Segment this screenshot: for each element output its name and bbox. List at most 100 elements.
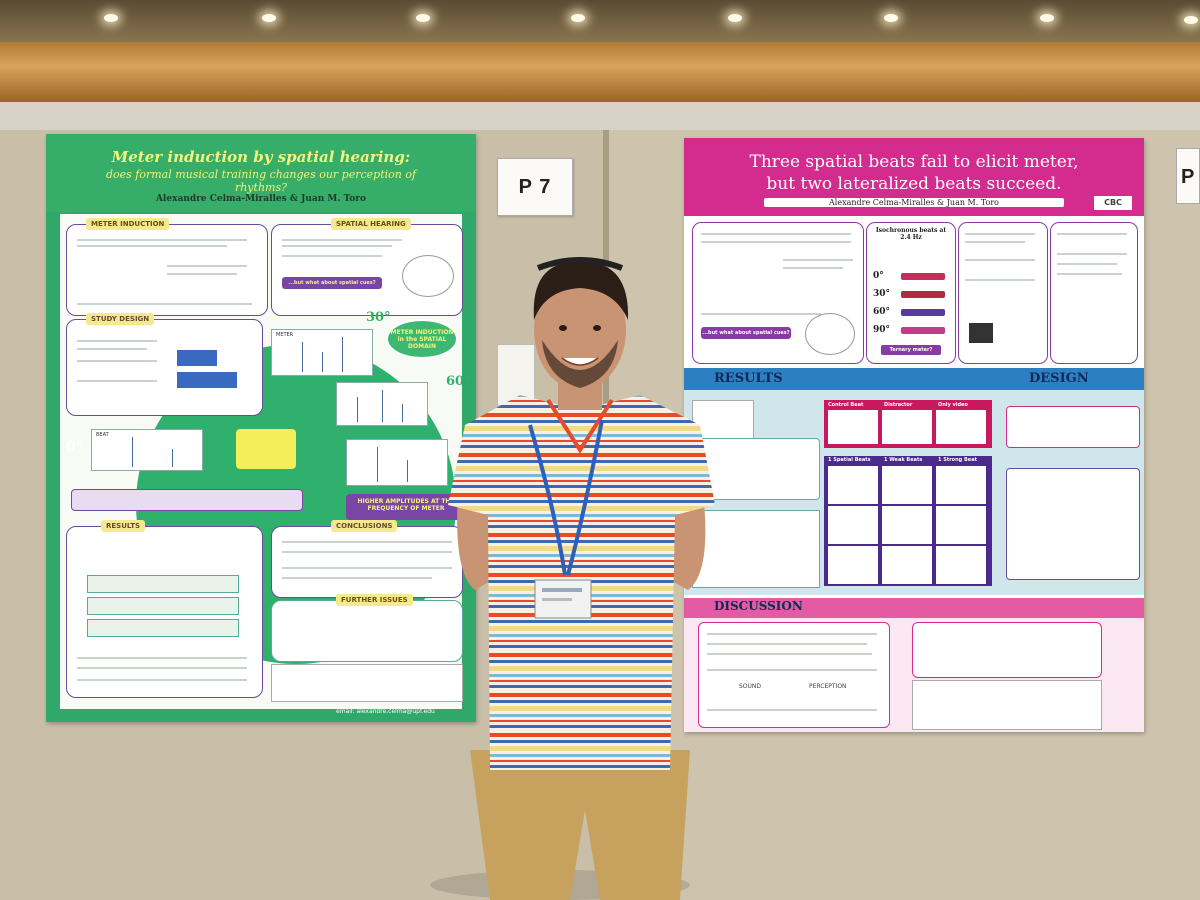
further-issues-section — [271, 600, 463, 662]
person-figure — [448, 257, 715, 900]
meter-induction-bubble: METER INDUCTION in the SPATIAL DOMAIN — [386, 319, 458, 359]
chart-label: BEAT — [96, 432, 109, 438]
poster-left-authors: Alexandre Celma-Miralles & Juan M. Toro — [155, 194, 367, 204]
spatial-cues-banner: ...but what about spatial cues? — [282, 277, 382, 289]
spectrum-cell — [882, 506, 932, 544]
isochronous-box: Isochronous beats at 2.4 Hz 0° 30° 60° 9… — [866, 222, 956, 364]
degree-label: 0° — [66, 439, 83, 455]
row-header: 1 Weak Beats — [884, 457, 923, 463]
degree-label: 30° — [366, 310, 391, 325]
discussion-panel: SOUND PERCEPTION — [684, 618, 1144, 732]
frequency-table — [236, 429, 296, 469]
stimuli-blocks — [177, 350, 217, 366]
poster-left-subtitle: does formal musical training changes our… — [105, 168, 417, 194]
section-tag: METER INDUCTION — [86, 218, 170, 230]
references — [271, 664, 463, 702]
poster-left-title: Meter induction by spatial hearing: — [111, 148, 411, 166]
ceiling-light — [1040, 14, 1054, 22]
beat-bar — [901, 273, 945, 280]
anova-box — [692, 438, 820, 500]
design-heading: DESIGN — [1029, 371, 1089, 386]
spatial-cues-banner: ...but what about spatial cues? — [701, 327, 791, 339]
stimuli-box — [1050, 222, 1138, 364]
references — [912, 680, 1102, 730]
ceiling — [0, 0, 1200, 42]
fft-note — [71, 489, 303, 511]
poster-right-title-line2: but two lateralized beats succeed. — [766, 174, 1062, 194]
spectrum-cell — [882, 466, 932, 504]
stimuli-blocks — [177, 372, 237, 388]
results-band — [684, 368, 1144, 390]
head-diagram — [402, 255, 454, 297]
results-heading: RESULTS — [714, 371, 783, 386]
section-tag: FURTHER ISSUES — [336, 594, 413, 606]
chart-label: METER — [276, 332, 294, 338]
spectrum-cell — [828, 506, 878, 544]
row-header: 1 Spatial Beats — [828, 457, 871, 463]
spatial-hearing-section: ...but what about spatial cues? — [271, 224, 463, 316]
angle-label: 60° — [873, 307, 891, 317]
beat-bar — [901, 291, 945, 298]
discussion-band — [684, 598, 1144, 618]
poster-left-header — [46, 134, 476, 212]
angle-label: 0° — [873, 271, 884, 281]
intro-box: ...but what about spatial cues? — [692, 222, 864, 364]
spectrum-cell — [828, 410, 878, 444]
control-row: Control Beat Distractor Only video — [824, 400, 992, 448]
lanyard — [528, 424, 567, 576]
beat-bar — [901, 309, 945, 316]
poster-left: Meter induction by spatial hearing: does… — [46, 134, 476, 722]
section-tag: STUDY DESIGN — [86, 313, 155, 325]
column-header: Distractor — [884, 402, 913, 408]
conditions-box — [1006, 406, 1140, 448]
hair — [533, 261, 629, 320]
conclusions-section — [271, 526, 463, 598]
results-section — [66, 526, 263, 698]
section-tag: RESULTS — [101, 520, 146, 532]
column-header: Only video — [938, 402, 968, 408]
wooden-valance — [0, 42, 1200, 102]
spectrum-cell — [936, 466, 986, 504]
spectrum-cell — [936, 410, 986, 444]
meter-induction-section — [66, 224, 268, 316]
line-plots — [692, 510, 820, 588]
study-design-section — [66, 319, 263, 416]
ceiling-light — [262, 14, 276, 22]
participants-box — [958, 222, 1048, 364]
ceiling-light — [728, 14, 742, 22]
spectrum-cell — [828, 466, 878, 504]
angle-label: 30° — [873, 289, 891, 299]
section-tag: SPATIAL HEARING — [331, 218, 411, 230]
meter-spectrum-chart — [336, 382, 428, 426]
beat-spectrum-chart: BEAT — [91, 429, 203, 471]
sound-label: SOUND — [739, 683, 762, 690]
discussion-text-box: SOUND PERCEPTION — [698, 622, 890, 728]
ternary-meter-label: Ternary meter? — [881, 345, 941, 355]
angle-label: 90° — [873, 325, 891, 335]
result-box — [87, 619, 239, 637]
spectrum-cell — [828, 546, 878, 584]
ceiling-light — [1184, 16, 1198, 24]
result-box — [87, 597, 239, 615]
perception-label: PERCEPTION — [809, 683, 847, 690]
ceiling-light — [884, 14, 898, 22]
poster-right-authors: Alexandre Celma-Miralles & Juan M. Toro — [764, 198, 1064, 207]
degree-label: 60° — [446, 374, 471, 389]
cbc-logo: CBC — [1094, 196, 1132, 210]
spectrum-cell — [936, 506, 986, 544]
spectrum-cell — [882, 546, 932, 584]
khaki-pants — [470, 750, 690, 900]
discussion-heading: DISCUSSION — [714, 599, 803, 613]
poster-right-title-line1: Three spatial beats fail to elicit meter… — [749, 152, 1079, 172]
spectrum-cell — [936, 546, 986, 584]
isochronous-title: Isochronous beats at 2.4 Hz — [875, 227, 947, 241]
small-note-card — [497, 344, 535, 406]
poster-right: Three spatial beats fail to elicit meter… — [684, 138, 1144, 732]
montage-figure — [692, 400, 754, 440]
spectrum-cell — [882, 410, 932, 444]
ceiling-light — [416, 14, 430, 22]
section-tag: CONCLUSIONS — [331, 520, 398, 532]
ceiling-light — [571, 14, 585, 22]
beat-bar — [901, 327, 945, 334]
head-diagram — [805, 313, 855, 355]
